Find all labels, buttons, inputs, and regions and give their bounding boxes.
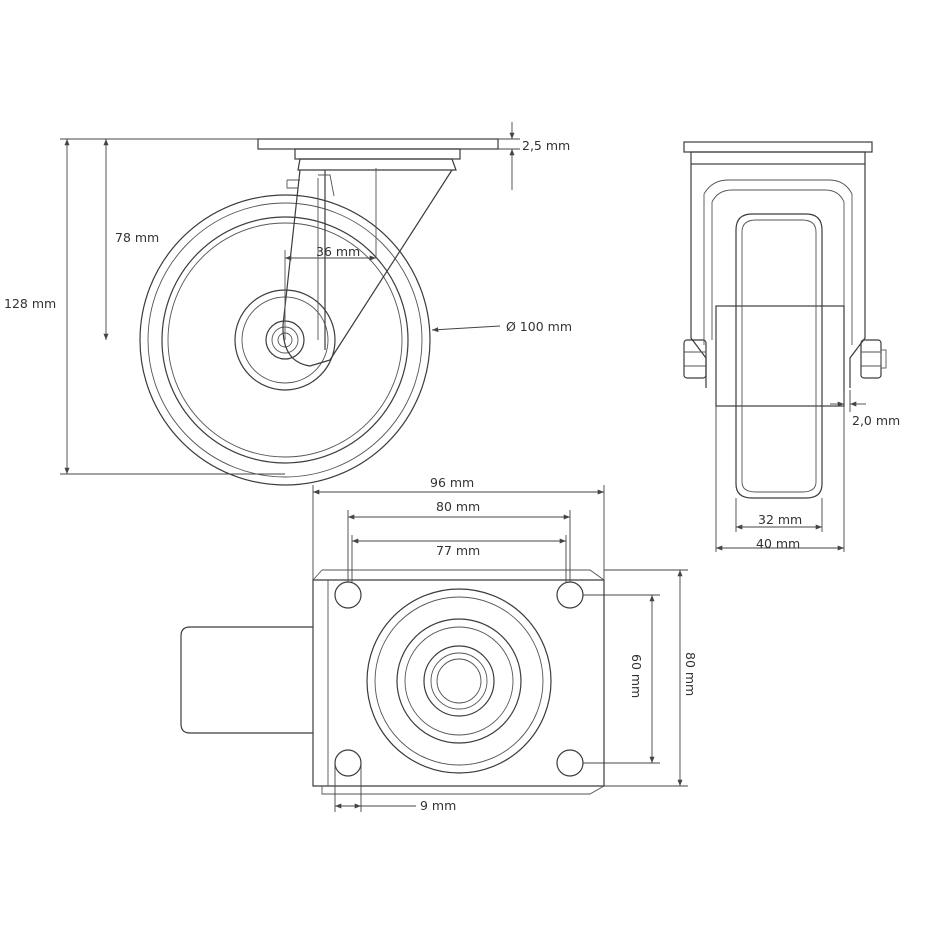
plan-ring-1	[366, 588, 552, 774]
end-swivel-race	[690, 151, 866, 165]
label-fork-width: 40 mm	[756, 536, 800, 551]
label-swivel-offset: 78 mm	[115, 230, 159, 245]
plan-wheel	[180, 626, 313, 734]
end-top-plate	[683, 141, 873, 153]
label-plate-length: 96 mm	[430, 475, 474, 490]
plan-ring-4	[404, 626, 514, 736]
bolt-hole-top-right	[556, 581, 584, 609]
bolt-hole-bottom-left	[334, 749, 362, 777]
plan-ring-6	[430, 652, 488, 710]
label-hole-spacing-80: 80 mm	[436, 499, 480, 514]
end-fork-inner-2	[711, 189, 845, 340]
wheel-tread-edge	[147, 202, 423, 478]
label-tread-width: 32 mm	[758, 512, 802, 527]
end-wheel-tread	[735, 213, 823, 499]
fork-detail	[286, 174, 335, 197]
swivel-race	[294, 148, 461, 160]
plan-ring-5	[423, 645, 495, 717]
end-hub-block	[715, 305, 845, 407]
bolt-hole-top-left	[334, 581, 362, 609]
wheel-outer	[139, 194, 431, 486]
bolt-hole-bottom-right	[556, 749, 584, 777]
axle-end	[880, 349, 887, 369]
plan-plate-edge	[312, 569, 605, 581]
label-plate-thickness: 2,5 mm	[522, 138, 570, 153]
label-hole-spacing-60: 60 mm	[629, 654, 644, 698]
wheel-rim-inner	[167, 222, 403, 458]
top-plate	[257, 138, 499, 150]
plan-ring-3	[396, 618, 522, 744]
plan-plate-edge-bottom	[321, 785, 605, 795]
end-fork-inner	[703, 179, 853, 345]
label-wheel-diameter: Ø 100 mm	[506, 319, 572, 334]
swivel-ring	[297, 158, 457, 171]
label-hole-diameter: 9 mm	[420, 798, 456, 813]
end-elevation-view: 2,0 mm 32 mm 40 mm	[683, 141, 900, 552]
label-offset-36: 36 mm	[316, 244, 360, 259]
end-axle-nut-right	[860, 339, 882, 379]
end-wheel-tread-inner	[741, 219, 817, 493]
plan-ring-2	[374, 596, 544, 766]
wheel-rim	[161, 216, 409, 464]
label-hole-spacing-77: 77 mm	[436, 543, 480, 558]
plan-view: 96 mm 80 mm 77 mm 60 mm 80 mm 9 mm	[180, 475, 698, 813]
label-plate-width-80: 80 mm	[683, 652, 698, 696]
leader-wheel-diameter	[431, 325, 501, 333]
label-axle-gap: 2,0 mm	[852, 413, 900, 428]
plan-ring-7	[436, 658, 482, 704]
label-total-height: 128 mm	[4, 296, 56, 311]
end-fork-outer	[690, 164, 866, 388]
fork-leg	[282, 169, 453, 367]
end-axle-nut-left	[683, 339, 707, 379]
side-elevation-view: 128 mm 78 mm 36 mm 2,5 mm Ø 100 mm	[4, 122, 572, 486]
